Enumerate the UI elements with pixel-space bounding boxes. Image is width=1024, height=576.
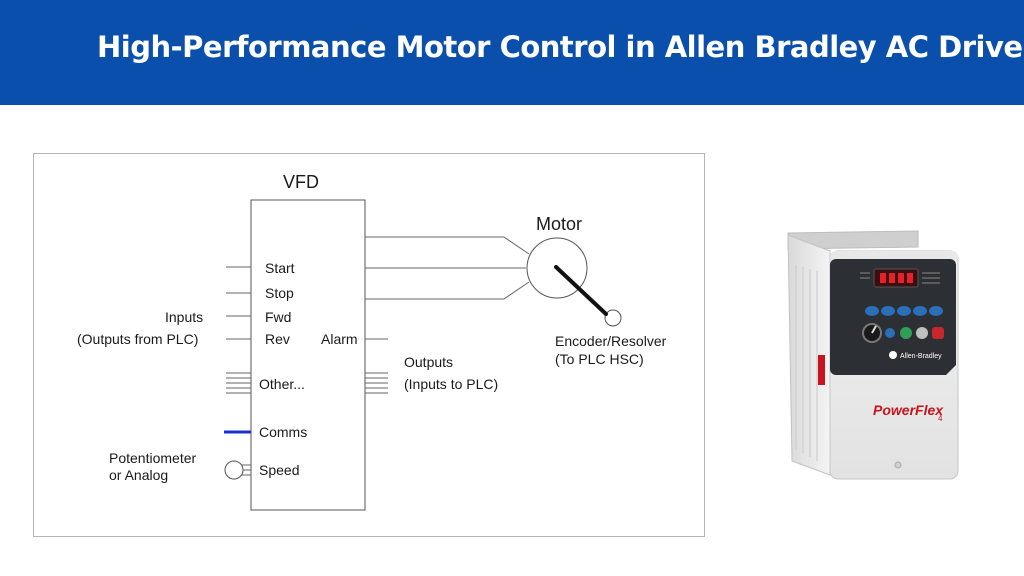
motor-phase-c bbox=[365, 281, 530, 300]
outputs-sublabel: (Inputs to PLC) bbox=[404, 376, 499, 392]
other-inputs-lines bbox=[226, 372, 251, 394]
page-title: High-Performance Motor Control in Allen … bbox=[97, 30, 1024, 64]
encoder-sublabel: (To PLC HSC) bbox=[555, 351, 644, 367]
motor-shaft bbox=[554, 265, 608, 316]
model-logo: PowerFlex bbox=[873, 402, 944, 418]
encoder-label: Encoder/Resolver bbox=[555, 333, 667, 349]
other-outputs-lines bbox=[365, 372, 388, 394]
stop-label: Stop bbox=[265, 285, 294, 301]
rev-label: Rev bbox=[265, 331, 290, 347]
vfd-title: VFD bbox=[283, 172, 319, 192]
potentiometer-sublabel: or Analog bbox=[109, 467, 169, 483]
alarm-label: Alarm bbox=[321, 331, 358, 347]
diagram-lines bbox=[224, 199, 622, 511]
inputs-sublabel: (Outputs from PLC) bbox=[77, 331, 199, 347]
vfd-wiring-diagram: VFD Motor Start Stop Fwd Rev Alarm Other… bbox=[33, 153, 705, 537]
inputs-label: Inputs bbox=[165, 309, 204, 325]
potentiometer-circle bbox=[224, 460, 244, 480]
fwd-label: Fwd bbox=[265, 309, 292, 325]
brand-logo: Allen-Bradley bbox=[900, 353, 942, 360]
other-label: Other... bbox=[259, 376, 305, 392]
vfd-box bbox=[250, 199, 366, 511]
speed-label: Speed bbox=[259, 462, 300, 478]
outputs-label: Outputs bbox=[404, 354, 454, 370]
start-label: Start bbox=[265, 260, 295, 276]
powerflex-drive-image: Allen-Bradley PowerFlex 4 bbox=[770, 225, 970, 490]
header-banner: High-Performance Motor Control in Allen … bbox=[0, 0, 1024, 105]
motor-label: Motor bbox=[536, 214, 583, 234]
motor-phase-a bbox=[365, 236, 530, 255]
model-suffix: 4 bbox=[938, 414, 943, 423]
encoder-circle bbox=[604, 309, 622, 327]
potentiometer-label: Potentiometer bbox=[109, 450, 197, 466]
comms-label: Comms bbox=[259, 424, 308, 440]
